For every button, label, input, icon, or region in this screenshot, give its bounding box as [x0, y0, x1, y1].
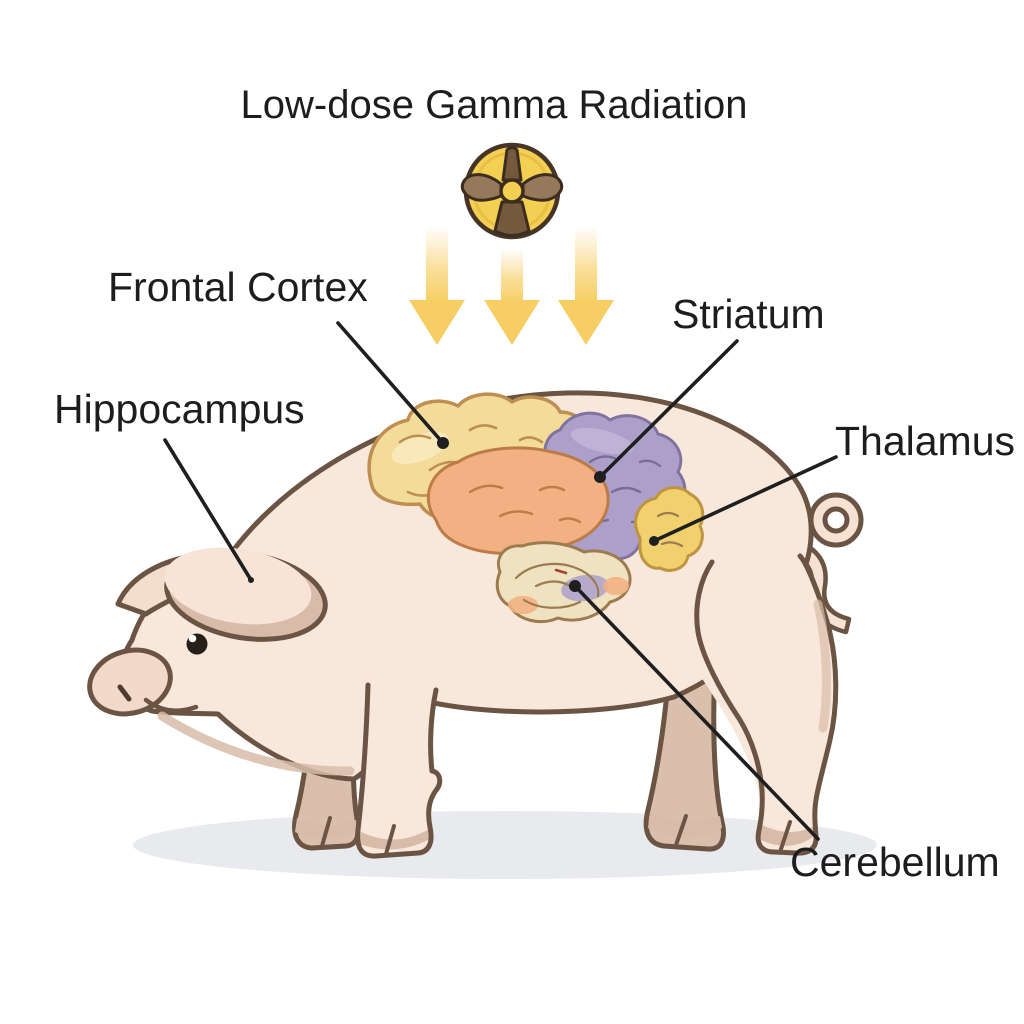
radiation-down-arrows [409, 228, 614, 345]
pig-mouth [143, 697, 199, 713]
label-striatum: Striatum [672, 291, 825, 337]
leader-line-cerebellum [573, 584, 820, 841]
label-frontal-cortex: Frontal Cortex [108, 264, 368, 310]
leader-line-striatum [598, 339, 739, 479]
pig-snout [87, 647, 173, 717]
pig-near-legs [355, 551, 839, 859]
diagram-title: Low-dose Gamma Radiation [240, 83, 748, 127]
nostril [117, 684, 132, 702]
brain-cerebellum-region [495, 541, 632, 623]
label-thalamus: Thalamus [835, 418, 1016, 464]
pig-ears [115, 547, 328, 642]
leader-line-thalamus [652, 455, 838, 543]
leader-lines [163, 321, 838, 841]
down-arrow-icon [484, 250, 540, 345]
brain-temporal-lobe-region [426, 446, 610, 555]
leader-line-frontal-cortex [336, 321, 445, 445]
radiation-icon [460, 142, 564, 240]
brain-illustration [367, 392, 705, 623]
label-cerebellum: Cerebellum [790, 839, 1000, 885]
down-arrow-icon [558, 228, 614, 345]
pig-face [87, 633, 208, 717]
brain-thalamus-region [634, 486, 705, 572]
down-arrow-icon [409, 228, 465, 345]
leader-line-hippocampus [163, 438, 253, 582]
label-hippocampus: Hippocampus [54, 386, 305, 432]
